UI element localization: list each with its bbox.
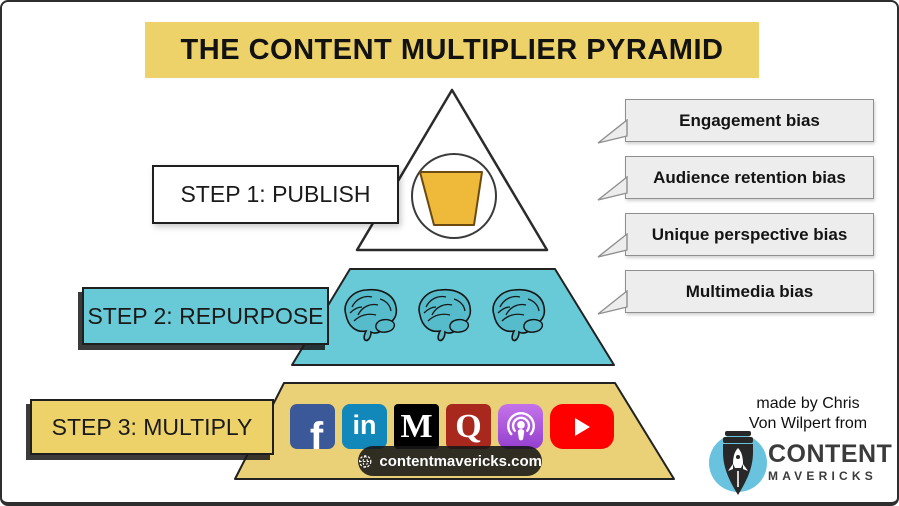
quora-icon: Q: [446, 404, 491, 449]
bubble-engagement-bias: Engagement bias: [597, 99, 874, 144]
logo-word-mavericks: MAVERICKS: [768, 469, 877, 483]
facebook-glyph: f: [309, 415, 324, 449]
brain-icon: [344, 288, 398, 342]
logo-word-content: CONTENT: [768, 440, 893, 468]
bubble-text: Engagement bias: [679, 110, 820, 130]
bubble-text: Unique perspective bias: [651, 224, 848, 244]
medium-glyph: M: [400, 407, 433, 445]
step1-text: STEP 1: PUBLISH: [180, 181, 371, 207]
facebook-icon: f: [290, 404, 335, 449]
brain-icon: [418, 288, 472, 342]
bubble-text: Multimedia bias: [685, 281, 814, 301]
title-banner: THE CONTENT MULTIPLIER PYRAMID: [145, 22, 759, 78]
brain-icon: [492, 288, 546, 342]
podcast-antenna-glyph: [506, 411, 535, 440]
globe-icon: [359, 454, 372, 468]
apple-podcasts-icon: [498, 404, 543, 449]
credit-text: made by Chris Von Wilpert from: [723, 394, 893, 435]
step3-text: STEP 3: MULTIPLY: [51, 413, 253, 440]
linkedin-icon: in: [342, 404, 387, 449]
credit-line1: made by Chris: [756, 395, 860, 412]
step1-publish-label: STEP 1: PUBLISH: [152, 165, 399, 224]
page-title: THE CONTENT MULTIPLIER PYRAMID: [180, 33, 724, 66]
bubble-tail: [597, 176, 628, 201]
step2-repurpose-label: STEP 2: REPURPOSE: [82, 287, 329, 345]
youtube-play-glyph: [575, 417, 590, 436]
quora-glyph: Q: [455, 407, 482, 445]
medium-icon: M: [394, 404, 439, 449]
logo-wordmark: CONTENT MAVERICKS: [768, 440, 893, 483]
credit-line2: Von Wilpert from: [748, 415, 868, 433]
youtube-icon: [550, 404, 614, 449]
publish-circle: [411, 153, 497, 239]
pen-rocket-logo-icon: [709, 431, 767, 495]
bubble-tail: [597, 119, 628, 144]
linkedin-glyph: in: [352, 410, 377, 440]
bubble-multimedia-bias: Multimedia bias: [597, 270, 874, 315]
social-icon-row: f in M Q: [290, 404, 614, 449]
bubble-text: Audience retention bias: [653, 167, 846, 187]
step3-multiply-label: STEP 3: MULTIPLY: [30, 399, 274, 455]
bubble-unique-perspective-bias: Unique perspective bias: [597, 213, 874, 258]
bubble-tail: [597, 290, 628, 315]
website-url: contentmavericks.com: [379, 452, 542, 470]
bubble-audience-retention-bias: Audience retention bias: [597, 156, 874, 201]
content-mavericks-logo: CONTENT MAVERICKS: [704, 426, 892, 498]
content-glass-icon: [419, 171, 483, 226]
website-pill: contentmavericks.com: [358, 446, 542, 476]
step2-text: STEP 2: REPURPOSE: [87, 302, 324, 329]
bubble-tail: [597, 233, 628, 258]
